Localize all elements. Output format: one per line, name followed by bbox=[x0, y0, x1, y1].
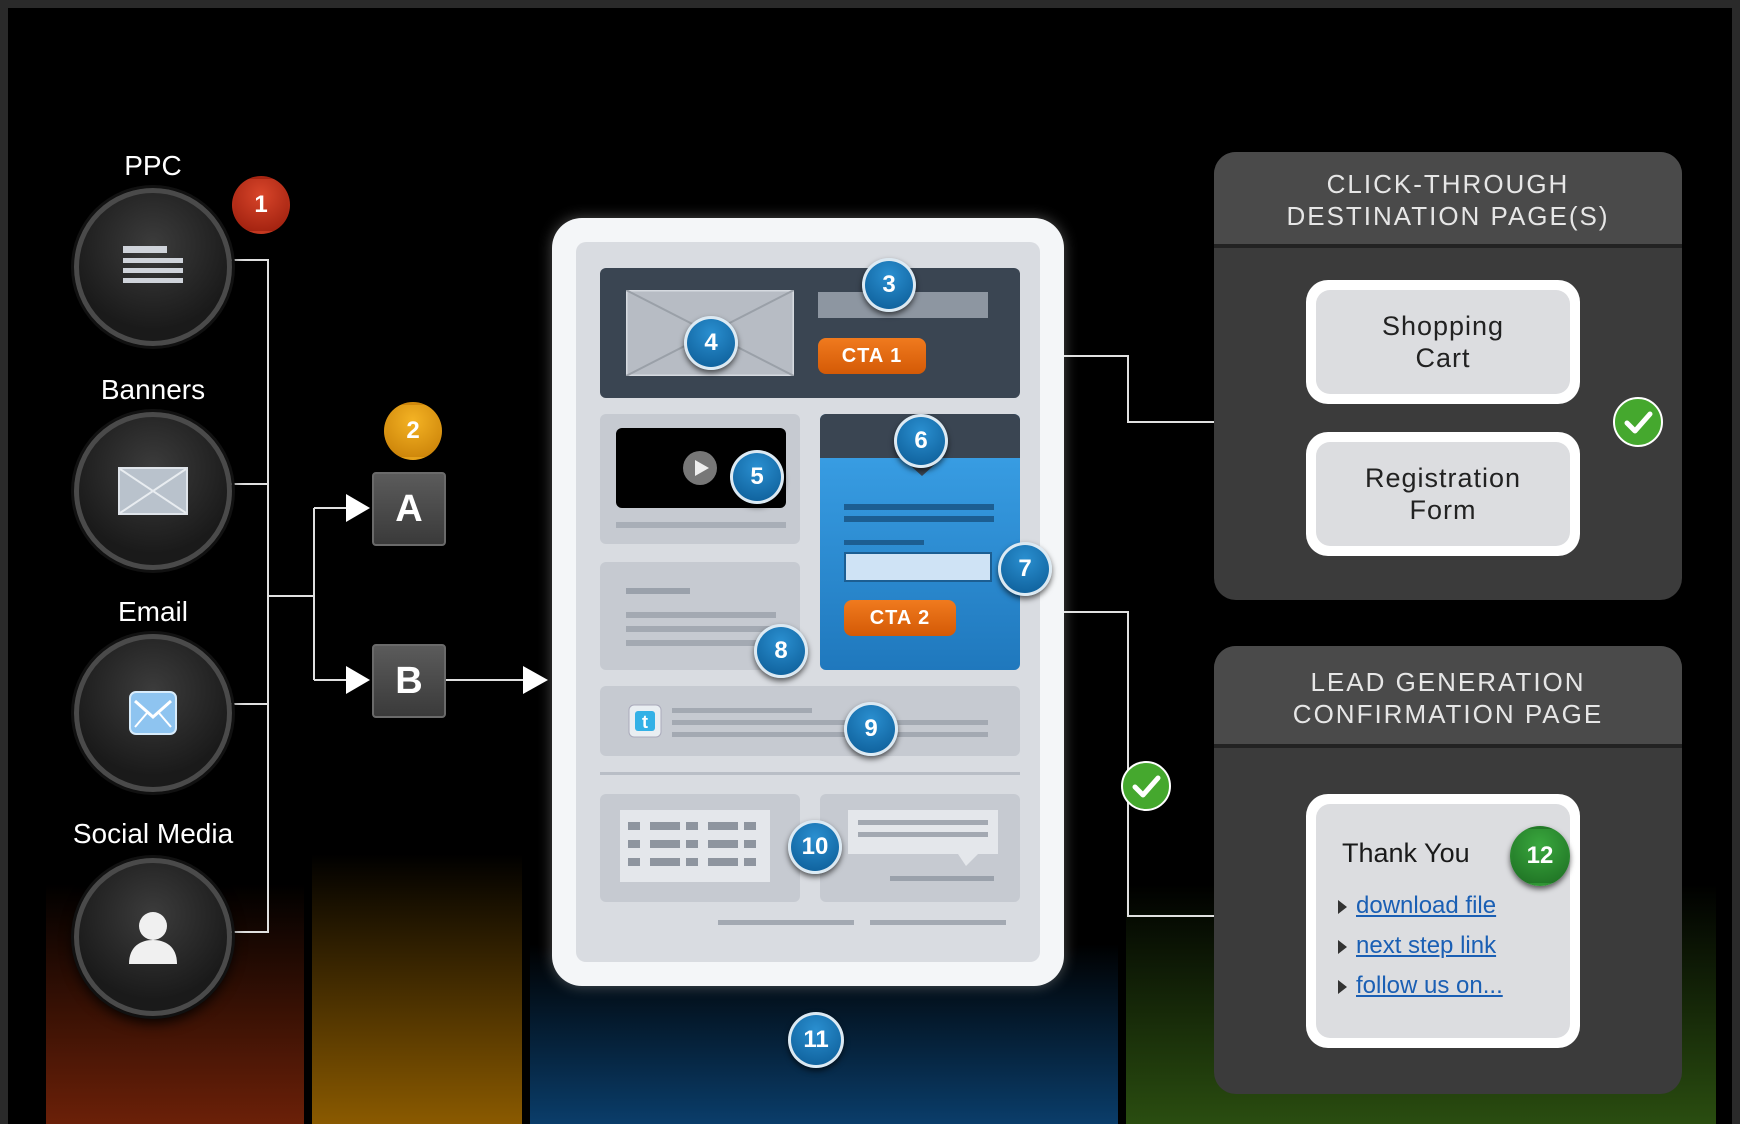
text-lines-icon bbox=[123, 246, 183, 283]
envelope-icon bbox=[129, 691, 177, 735]
step-badge-5: 5 bbox=[730, 450, 784, 504]
shopping-cart-line2: Cart bbox=[1415, 343, 1471, 373]
cta-1-button[interactable]: CTA 1 bbox=[818, 338, 926, 374]
image-placeholder-icon bbox=[118, 467, 188, 515]
variant-a-box[interactable]: A bbox=[372, 472, 446, 546]
checkmark-icon bbox=[1121, 761, 1171, 811]
source-label-banners: Banners bbox=[100, 374, 206, 405]
shopping-cart-line1: Shopping bbox=[1381, 311, 1505, 341]
lead-gen-title-line2: CONFIRMATION PAGE bbox=[1292, 699, 1604, 729]
footer-line bbox=[718, 920, 854, 925]
twitter-icon: t bbox=[628, 704, 662, 738]
variant-b-box[interactable]: B bbox=[372, 644, 446, 718]
quote-line bbox=[858, 820, 988, 825]
thank-you-heading: Thank You bbox=[1342, 838, 1470, 868]
arrow-to-a bbox=[346, 494, 370, 522]
click-through-panel-header: CLICK-THROUGH DESTINATION PAGE(S) bbox=[1214, 152, 1682, 248]
step-badge-1: 1 bbox=[232, 176, 290, 234]
step-badge-4: 4 bbox=[684, 316, 738, 370]
link-bullet-icon bbox=[1338, 980, 1347, 994]
lead-gen-title-line1: LEAD GENERATION bbox=[1310, 667, 1586, 697]
link-bullet-icon bbox=[1338, 900, 1347, 914]
table-block bbox=[600, 794, 800, 902]
step-badge-12: 12 bbox=[1510, 826, 1570, 886]
source-banners[interactable] bbox=[74, 412, 232, 570]
source-ppc[interactable] bbox=[74, 188, 232, 346]
next-step-link[interactable]: next step link bbox=[1356, 932, 1497, 959]
click-through-title-line1: CLICK-THROUGH bbox=[1326, 169, 1570, 199]
lead-gen-panel-header: LEAD GENERATION CONFIRMATION PAGE bbox=[1214, 646, 1682, 748]
glow-testing bbox=[312, 854, 522, 1124]
tweet-line bbox=[672, 732, 988, 737]
source-email[interactable] bbox=[74, 634, 232, 792]
bullet-line bbox=[626, 640, 776, 646]
video-caption-bar bbox=[616, 522, 786, 528]
source-label-social: Social Media bbox=[72, 818, 234, 849]
step-badge-7: 7 bbox=[998, 542, 1052, 596]
step-badge-3: 3 bbox=[862, 258, 916, 312]
step-badge-8: 8 bbox=[754, 624, 808, 678]
form-label-bar bbox=[844, 540, 924, 545]
registration-form-line2: Form bbox=[1409, 495, 1477, 525]
follow-us-link[interactable]: follow us on... bbox=[1356, 972, 1503, 999]
source-social-media[interactable] bbox=[74, 858, 232, 1016]
footer-line bbox=[870, 920, 1006, 925]
source-label-ppc: PPC bbox=[124, 150, 182, 181]
bullet-line bbox=[626, 612, 776, 618]
tweet-line bbox=[672, 720, 988, 725]
table-row bbox=[628, 840, 758, 848]
svg-text:t: t bbox=[642, 712, 648, 732]
bullets-heading-bar bbox=[626, 588, 690, 594]
form-title-bar bbox=[844, 516, 994, 522]
arrow-to-b bbox=[346, 666, 370, 694]
speech-bubble-tail bbox=[958, 854, 978, 866]
diagram-canvas: PPC Banners Email Social Media bbox=[8, 8, 1732, 1124]
speech-bubble bbox=[848, 810, 998, 854]
person-icon bbox=[129, 912, 177, 964]
form-input-field[interactable] bbox=[844, 552, 992, 582]
cta-2-button[interactable]: CTA 2 bbox=[844, 600, 956, 636]
quote-line bbox=[858, 832, 988, 837]
shopping-cart-box[interactable]: Shopping Cart bbox=[1306, 280, 1580, 404]
attribution-line bbox=[890, 876, 994, 881]
testimonial-block bbox=[820, 794, 1020, 902]
play-icon bbox=[683, 451, 717, 485]
click-through-title-line2: DESTINATION PAGE(S) bbox=[1286, 201, 1610, 231]
tweet-line bbox=[672, 708, 812, 713]
bullet-line bbox=[626, 626, 776, 632]
source-label-email: Email bbox=[117, 596, 188, 627]
table-card bbox=[620, 810, 770, 882]
form-title-bar bbox=[844, 504, 994, 510]
step-badge-11: 11 bbox=[788, 1012, 844, 1068]
link-bullet-icon bbox=[1338, 940, 1347, 954]
checkmark-icon bbox=[1613, 397, 1663, 447]
arrow-to-page bbox=[523, 666, 548, 694]
registration-form-box[interactable]: Registration Form bbox=[1306, 432, 1580, 556]
step-badge-2: 2 bbox=[384, 402, 442, 460]
page-divider bbox=[600, 772, 1020, 775]
table-row bbox=[628, 858, 758, 866]
step-badge-10: 10 bbox=[788, 820, 842, 874]
registration-form-line1: Registration bbox=[1364, 463, 1522, 493]
download-file-link[interactable]: download file bbox=[1356, 892, 1497, 919]
table-row bbox=[628, 822, 758, 830]
social-proof-block: t bbox=[600, 686, 1020, 756]
step-badge-6: 6 bbox=[894, 414, 948, 468]
step-badge-9: 9 bbox=[844, 702, 898, 756]
